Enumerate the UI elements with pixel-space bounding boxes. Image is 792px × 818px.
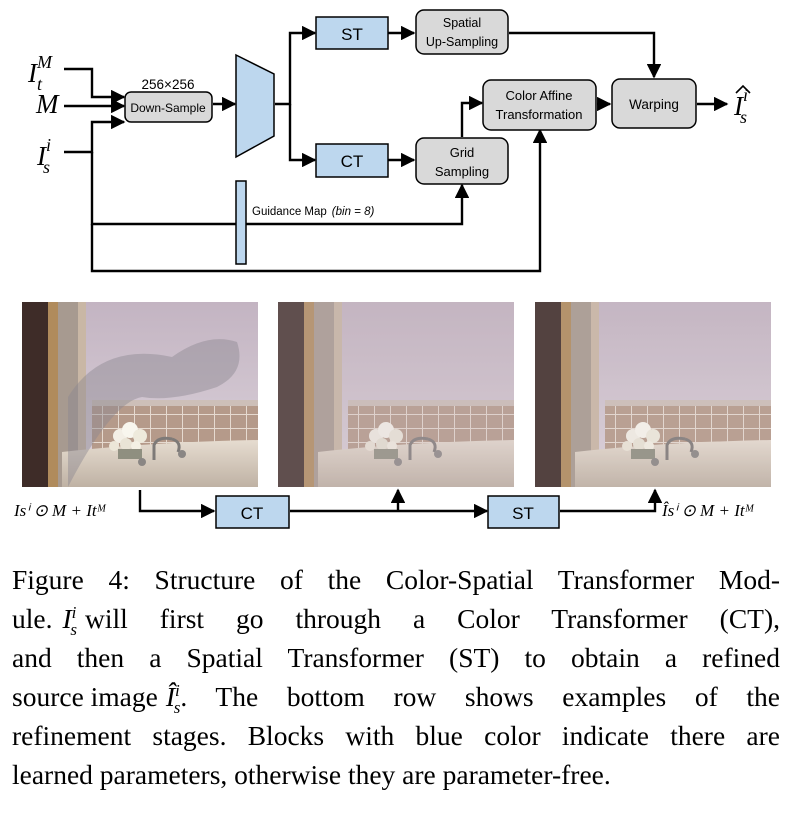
caption-line-2: ule. Iis will first go through a Color T… [12,599,780,638]
guidance-map-block [235,180,247,265]
ct-block [315,143,389,178]
guidance-map-label: Guidance Map(bin = 8) [252,206,374,218]
caption-line-3: and then a Spatial Transformer (ST) to o… [12,642,780,673]
color-affine-block [482,79,597,131]
st-label: ST [341,25,363,44]
caption-symbol-is: Iis [62,602,78,639]
caption-line-6: learned parameters, otherwise they are p… [12,759,611,790]
bottom-st-label: ST [512,504,534,523]
caption-line-2a: ule. [12,603,53,634]
spatial-upsampling-label-2: Up-Sampling [426,35,498,49]
grid-sampling-block [415,137,509,185]
output-hat [735,84,751,94]
bottom-right-expression: Îsⁱ ⊙ M + Itᴹ [661,501,755,520]
color-affine-label-1: Color Affine [506,88,573,103]
caption-line-4: source image Îis . The bottom row shows … [12,677,780,716]
color-affine-label-2: Transformation [496,107,583,122]
example-image-2 [276,300,516,489]
grid-sampling-label-1: Grid [450,145,475,160]
example-image-3 [533,300,773,489]
encoder-block [235,53,275,159]
bottom-ct-block [215,495,290,529]
caption-line-4a: source image [12,681,158,712]
down-sample-block [124,91,213,123]
st-block [315,16,389,50]
warping-label: Warping [629,97,679,112]
size-label: 256×256 [142,77,195,92]
bottom-ct-label: CT [241,504,264,523]
warping-block [611,78,697,129]
ct-label: CT [341,152,364,171]
caption-line-4b: . The bottom row shows examples of the [180,681,780,712]
bottom-st-block [487,495,560,529]
caption-line-2b: will first go through a Color Transforme… [85,603,780,634]
input-m: M [35,89,60,119]
down-sample-label: Down-Sample [130,101,206,115]
spatial-upsampling-block [415,9,509,55]
figure-caption: Figure 4: Structure of the Color-Spatial… [12,560,780,794]
caption-line-5: refinement stages. Blocks with blue colo… [12,720,780,751]
spatial-upsampling-label-1: Spatial [443,16,481,30]
caption-line-1: Figure 4: Structure of the Color-Spatial… [12,564,780,595]
example-image-1 [20,300,260,489]
caption-symbol-is-hat: Îis [165,680,181,717]
grid-sampling-label-2: Sampling [435,164,489,179]
bottom-left-expression: Isⁱ ⊙ M + Itᴹ [13,501,107,520]
